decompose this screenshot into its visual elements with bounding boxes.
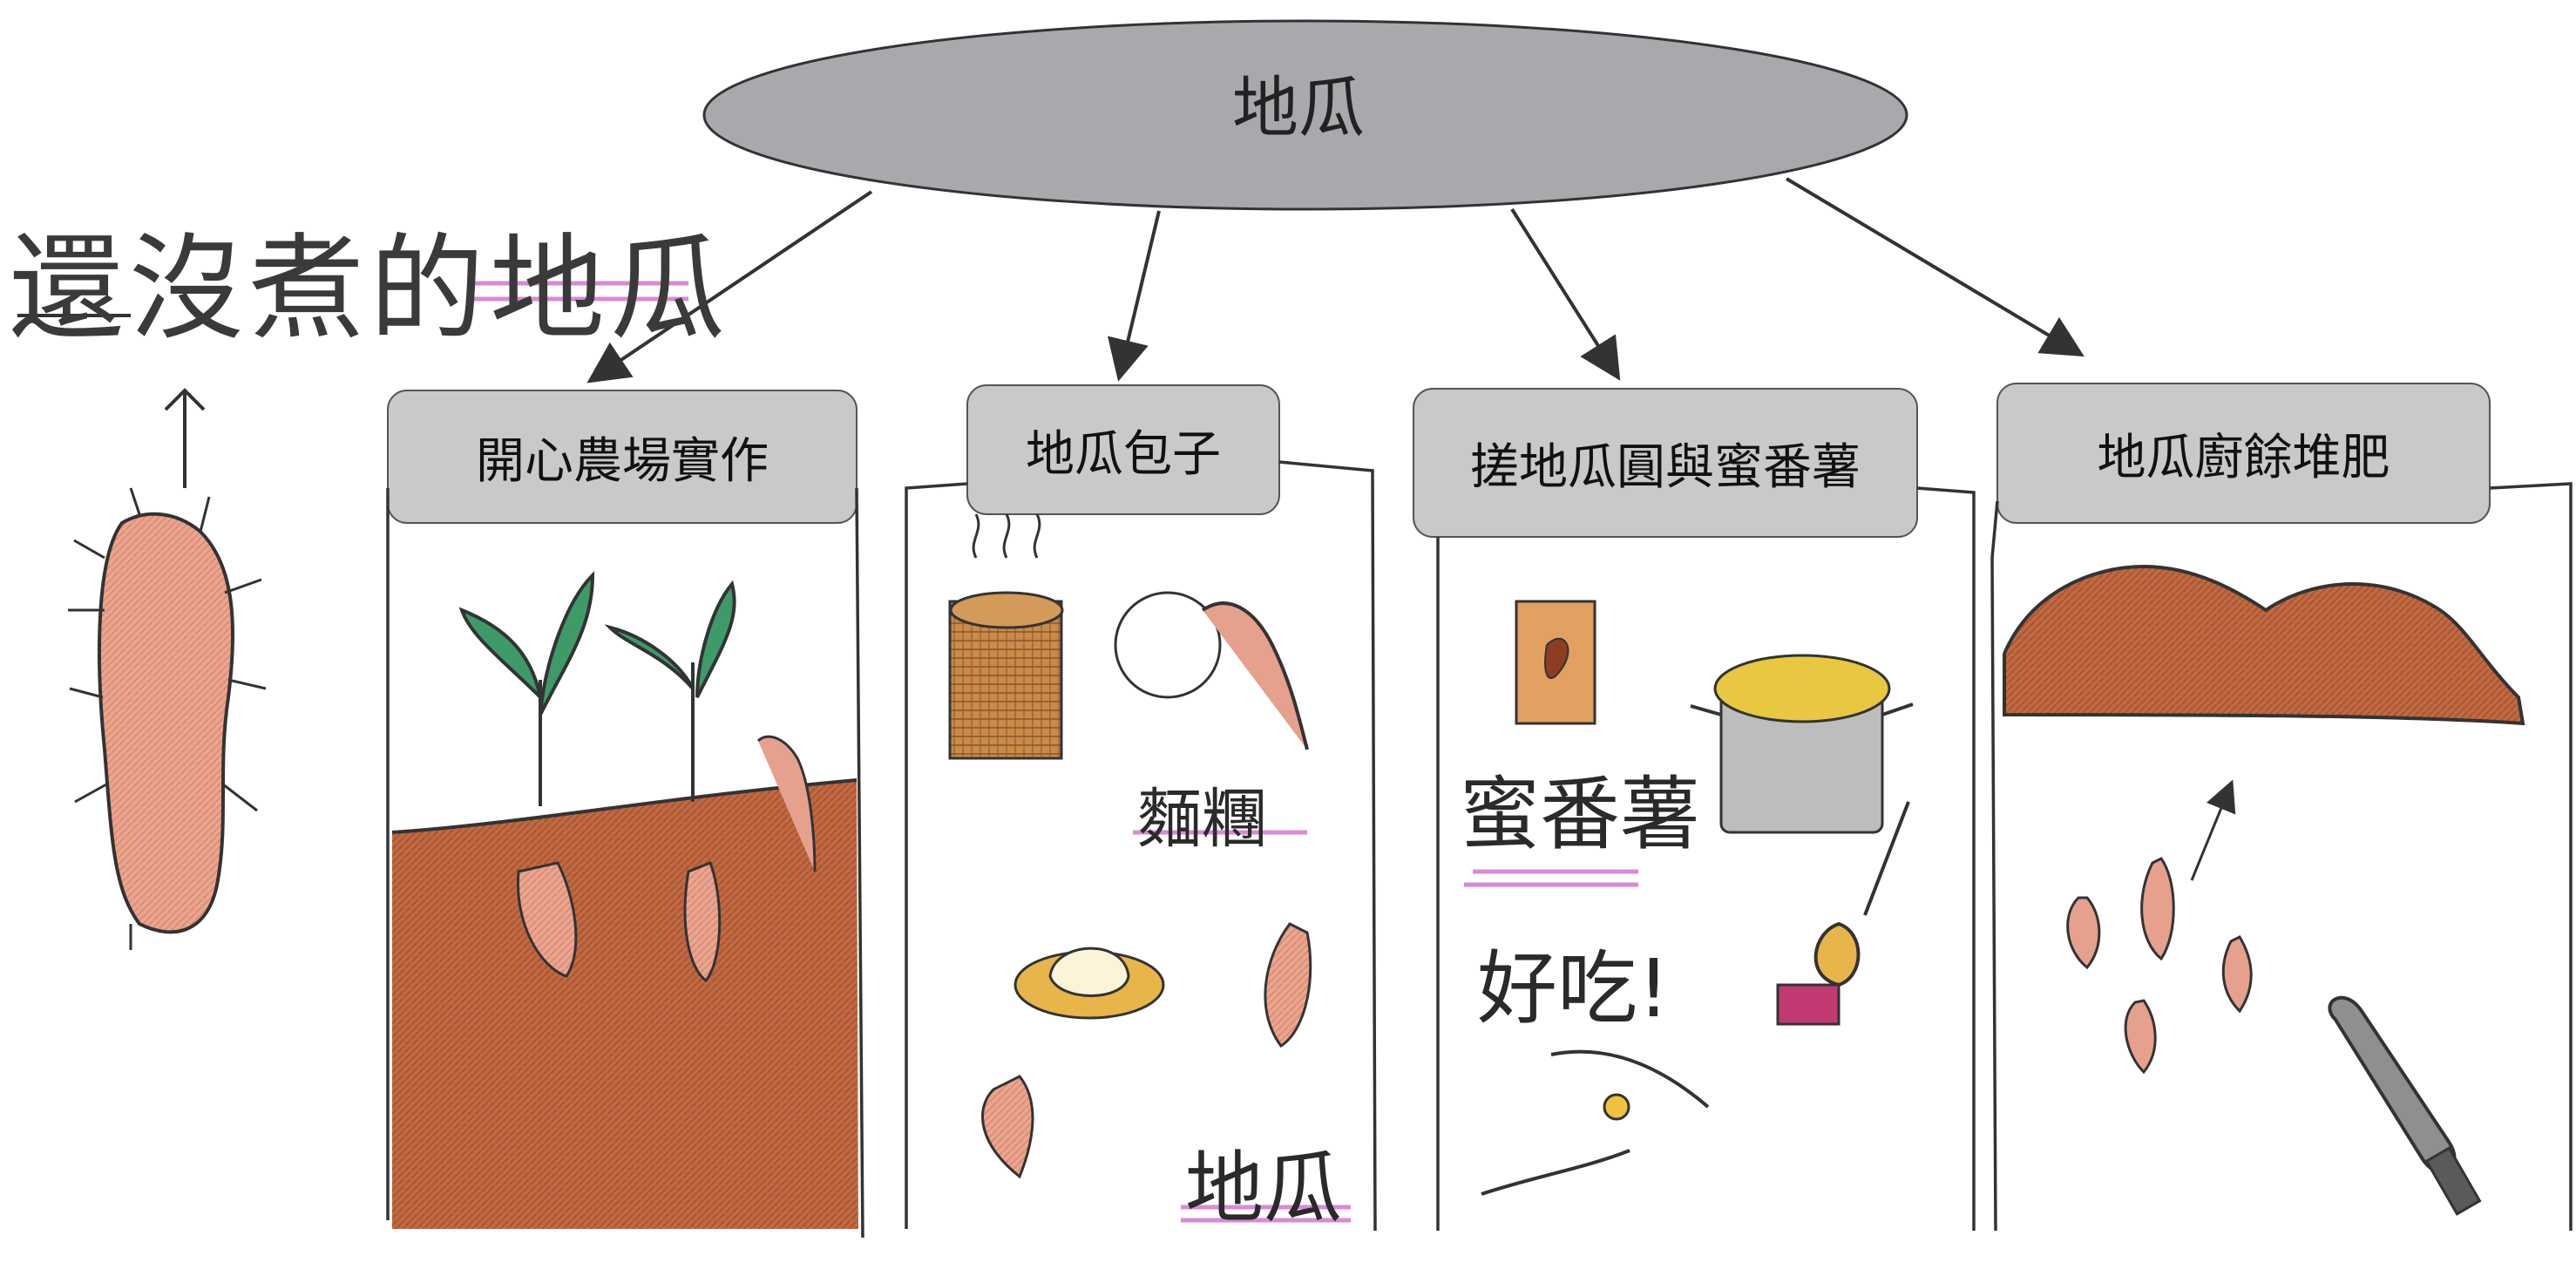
dough-handwriting: 麵糰 (1137, 782, 1266, 857)
raw-sweet-potato-drawing (68, 388, 267, 950)
highlight-underlines (471, 281, 1638, 1223)
balls-drawing (1481, 600, 1914, 1196)
center-node (702, 19, 1908, 211)
arrow-to-farm (586, 190, 873, 383)
branch-box-compost (1996, 383, 2491, 524)
panel-frames (386, 460, 2573, 1239)
branch-box-bun (966, 384, 1280, 515)
raw-sweet-potato-title: 還沒煮的地瓜 (9, 222, 730, 356)
bun-drawing (948, 513, 1312, 1179)
delicious-handwriting: 好吃! (1477, 942, 1670, 1035)
connector-arrows (586, 177, 2085, 383)
honey-potato-handwriting: 蜜番薯 (1460, 768, 1701, 861)
sweet-potato-handwriting: 地瓜 (1185, 1143, 1342, 1234)
branch-label-compost: 地瓜廚餘堆肥 (2097, 429, 2390, 486)
branch-label-bun: 地瓜包子 (1026, 425, 1221, 483)
branch-box-farm (387, 390, 858, 524)
branch-label-farm: 開心農場實作 (476, 432, 769, 490)
arrow-to-bun (1107, 210, 1161, 382)
branch-box-balls (1413, 388, 1918, 538)
arrow-to-compost (1785, 177, 2085, 357)
farm-drawing (391, 571, 858, 1229)
center-node-label: 地瓜 (1232, 69, 1365, 146)
compost-drawing (2003, 564, 2525, 1216)
arrow-to-balls (1510, 207, 1621, 381)
branch-label-balls: 搓地瓜圓與蜜番薯 (1470, 438, 1861, 496)
